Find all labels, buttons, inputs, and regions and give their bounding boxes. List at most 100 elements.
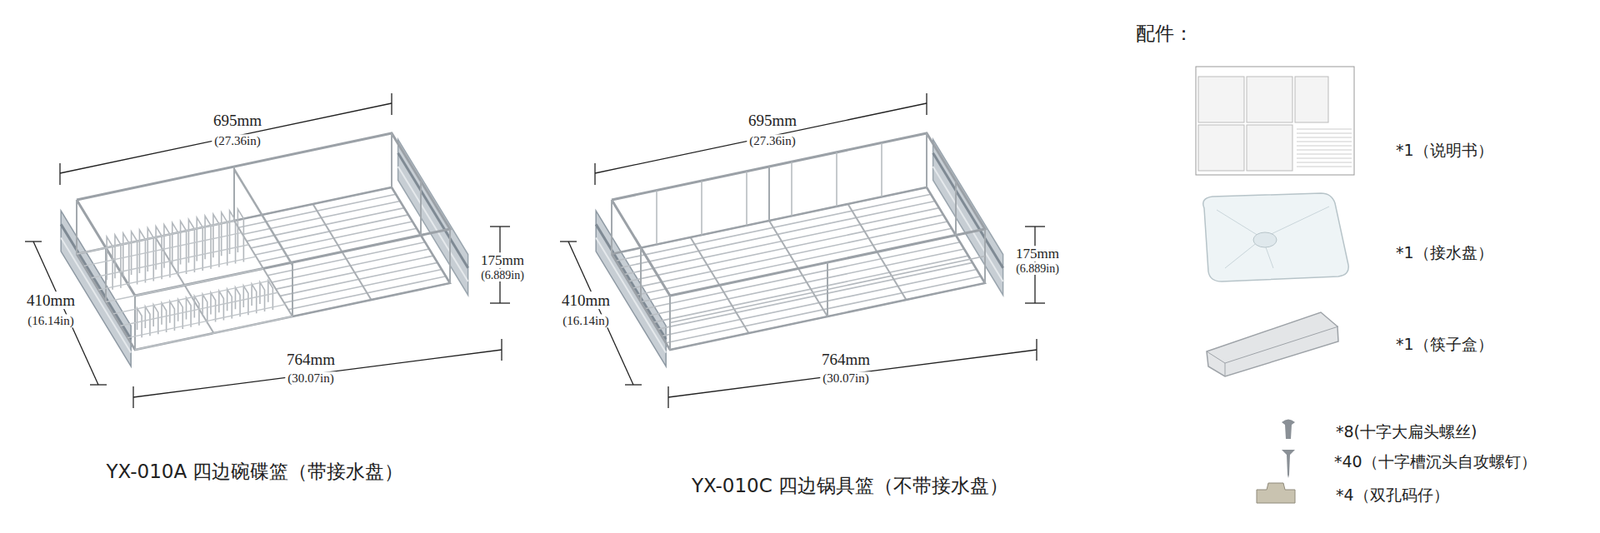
label-text: (6.889in)	[478, 269, 527, 282]
wire	[230, 210, 236, 265]
dimension-label: (6.889in)	[478, 269, 527, 283]
wire	[123, 233, 130, 287]
wire	[188, 220, 195, 274]
dimension-label: 695mm	[745, 111, 800, 130]
dimension-line	[1025, 302, 1045, 304]
drain-hole	[1253, 232, 1277, 248]
wire	[76, 187, 450, 350]
product-title: YX-010C 四边锅具篮（不带接水盘）	[689, 475, 1011, 497]
dimension-line	[925, 93, 927, 115]
manual-table-row	[1296, 145, 1352, 147]
dimension-line	[668, 350, 1037, 398]
accessory-label: *40（十字槽沉头自攻螺钉）	[1331, 453, 1540, 472]
wire	[172, 223, 179, 277]
wire	[768, 166, 770, 221]
wire	[955, 181, 957, 236]
label-text: 410mm	[24, 291, 78, 310]
dimension-line	[90, 384, 107, 385]
manual-panel	[1295, 76, 1329, 123]
label-text: (27.36in)	[211, 134, 263, 148]
wire	[221, 212, 228, 266]
label-text: *1（说明书）	[1393, 140, 1496, 160]
countersunk-screw	[1281, 450, 1295, 479]
dimension-label: (27.36in)	[211, 134, 263, 149]
dimension-label: 175mm	[1013, 245, 1062, 263]
wire	[155, 226, 162, 280]
label-text: *1（接水盘）	[1393, 243, 1496, 262]
product-title: YX-010A 四边碗碟篮（带接水盘）	[104, 460, 407, 483]
manual-table-row	[1296, 129, 1352, 130]
wire	[611, 187, 985, 350]
dimension-label: 175mm	[478, 252, 527, 270]
wire	[135, 316, 293, 350]
wire	[75, 200, 78, 255]
dimension-label: (30.07in)	[285, 371, 336, 386]
wire	[227, 289, 233, 319]
wire	[291, 262, 294, 317]
wire	[98, 256, 256, 290]
wire	[164, 225, 170, 279]
wire	[640, 248, 642, 303]
chopstick-box-edge	[1206, 326, 1339, 377]
wire	[161, 303, 167, 333]
wire	[243, 285, 249, 315]
wire	[219, 290, 225, 320]
label-text: (30.07in)	[820, 371, 871, 385]
slide-rail	[595, 210, 666, 367]
wire	[194, 296, 200, 326]
wire	[91, 245, 250, 279]
wire	[398, 153, 469, 269]
label-text: 175mm	[478, 252, 527, 269]
dimension-line	[568, 241, 634, 385]
wire	[139, 230, 145, 284]
label-text: 410mm	[559, 291, 613, 310]
label-text: *1（筷子盒）	[1393, 335, 1496, 354]
wire	[213, 214, 220, 268]
dimension-line	[25, 240, 42, 242]
dimension-line	[490, 302, 510, 304]
dimension-label: 695mm	[210, 111, 265, 130]
dimension-line	[60, 103, 392, 174]
label-text: *8(十字大扁头螺丝)	[1333, 422, 1480, 441]
drip-tray	[1203, 193, 1350, 282]
two-hole-bracket	[1256, 483, 1295, 504]
wire	[105, 269, 264, 303]
dimension-line	[1035, 339, 1037, 361]
accessory-label: *1（说明书）	[1393, 141, 1496, 160]
wire	[84, 232, 242, 266]
dimension-line	[625, 384, 642, 385]
manual-table-row	[1296, 150, 1352, 151]
wire	[113, 280, 271, 315]
wire	[251, 284, 257, 314]
wire	[153, 305, 159, 335]
accessory-label: *1（筷子盒）	[1393, 335, 1496, 355]
wire	[745, 171, 748, 226]
label-text: 175mm	[1013, 245, 1062, 262]
wire	[237, 209, 244, 262]
label-text: 695mm	[745, 111, 800, 130]
wire	[880, 142, 883, 197]
label-text: (30.07in)	[285, 371, 336, 385]
dimension-line	[560, 240, 577, 242]
wire	[449, 229, 451, 284]
wire	[610, 200, 613, 255]
manual-panel	[1246, 125, 1293, 171]
section-heading: 配件：	[1133, 22, 1196, 45]
dimension-label: (30.07in)	[820, 371, 871, 386]
wire	[233, 166, 235, 221]
manual-table-row	[1296, 133, 1352, 135]
manual-table-row	[1296, 154, 1352, 155]
dimension-line	[500, 339, 502, 361]
wire	[185, 298, 191, 328]
wire	[205, 215, 211, 270]
dimension-label: 410mm	[24, 291, 78, 310]
label-text: 695mm	[210, 111, 265, 130]
manual-table-row	[1296, 166, 1352, 168]
wire	[127, 305, 285, 339]
manual-sheet	[1195, 66, 1355, 175]
wire	[178, 300, 184, 330]
slide-rail	[60, 210, 131, 367]
label-text: 配件：	[1133, 22, 1196, 45]
dimension-label: (16.14in)	[560, 314, 611, 329]
wire	[420, 181, 422, 236]
